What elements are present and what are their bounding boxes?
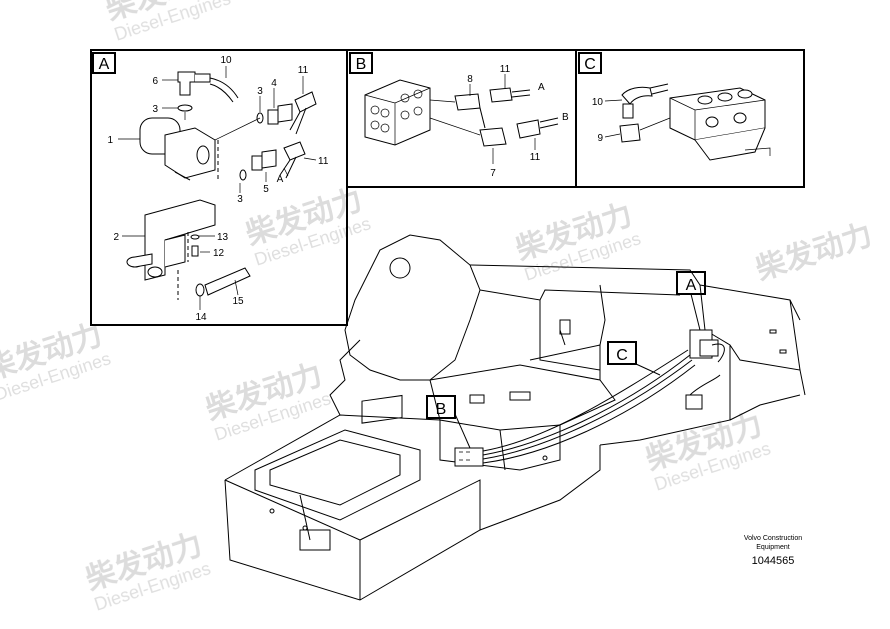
- panel-B-port-B: B: [562, 112, 569, 123]
- panel-A-callout-1: 1: [107, 135, 113, 146]
- panel-C-callout-10: 10: [592, 97, 604, 108]
- panel-A-callout-3c: 3: [237, 194, 243, 205]
- panel-C-callout-9: 9: [597, 133, 603, 144]
- main-callout-A: A: [676, 271, 706, 331]
- main-callout-C-label: C: [616, 347, 628, 364]
- detail-panel-B: B 8 11 7 11 A B: [346, 49, 577, 188]
- panel-B-callout-11a: 11: [500, 64, 511, 75]
- detail-panel-A: A: [90, 49, 348, 326]
- panel-B-callout-11b: 11: [530, 152, 541, 163]
- main-callout-B: B: [426, 395, 471, 449]
- drawing-number: 1044565: [752, 555, 795, 567]
- panel-A-callout-15: 15: [232, 296, 244, 307]
- panel-B-callout-7: 7: [490, 168, 496, 179]
- panel-B-callout-8: 8: [467, 74, 473, 85]
- panel-A-callout-3a: 3: [152, 104, 158, 115]
- panel-A-port-label: A: [277, 174, 284, 185]
- company-line-1: Volvo Construction: [744, 535, 802, 542]
- panel-B-port-A: A: [538, 82, 545, 93]
- company-line-2: Equipment: [756, 544, 790, 551]
- panel-A-letter: A: [99, 56, 110, 73]
- main-callout-C: C: [607, 341, 661, 376]
- panel-A-callout-12: 12: [213, 248, 225, 259]
- panel-A-callout-11b: 11: [318, 156, 329, 167]
- panel-C-letter: C: [584, 56, 596, 73]
- panel-A-callout-5: 5: [263, 184, 269, 195]
- panel-A-callout-4: 4: [271, 78, 277, 89]
- watermark-brand: 柴发动力: [752, 218, 876, 286]
- main-callout-B-label: B: [436, 401, 447, 418]
- panel-B-letter: B: [356, 56, 367, 73]
- panel-A-callout-13: 13: [217, 232, 229, 243]
- panel-A-callout-3b: 3: [257, 86, 263, 97]
- panel-A-callout-2: 2: [113, 232, 119, 243]
- panel-A-callout-11a: 11: [298, 65, 309, 76]
- machine-frame: [224, 234, 806, 601]
- detail-panel-C: C 10 9: [575, 49, 805, 188]
- panel-A-callout-10: 10: [220, 55, 232, 66]
- title-block: Volvo Construction Equipment 1044565: [744, 535, 802, 567]
- main-callout-A-label: A: [686, 277, 697, 294]
- panel-A-callout-14: 14: [195, 312, 207, 323]
- panel-A-callout-6: 6: [152, 76, 158, 87]
